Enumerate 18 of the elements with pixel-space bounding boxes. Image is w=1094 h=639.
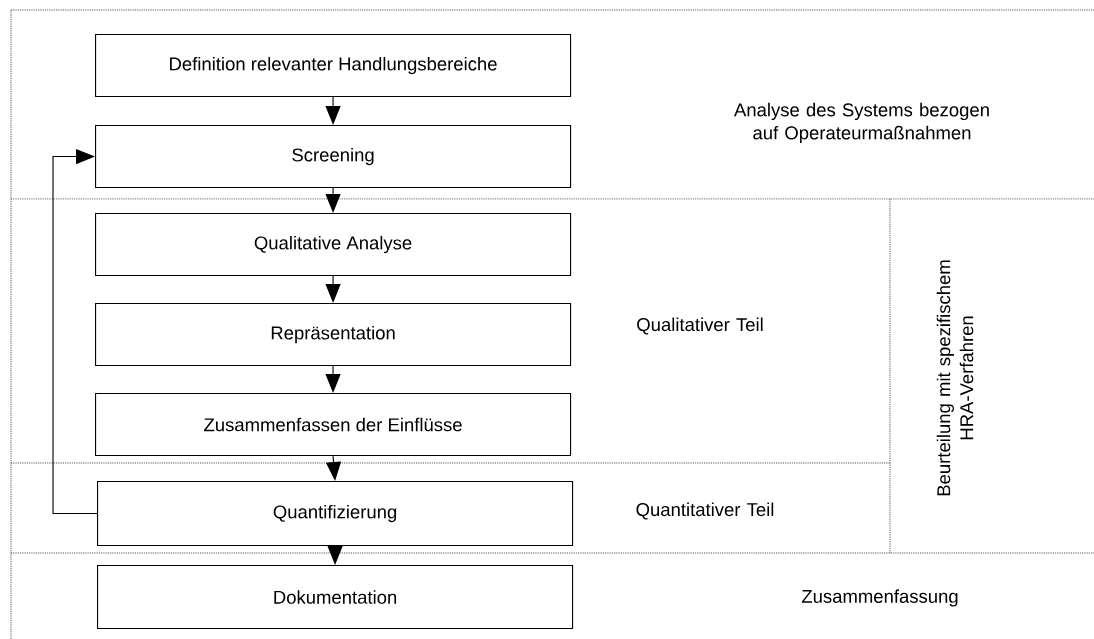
process-box: Zusammenfassen der Einflüsse bbox=[95, 393, 572, 457]
arrow bbox=[325, 275, 341, 303]
process-box: Quantifizierung bbox=[97, 481, 574, 547]
process-box: Dokumentation bbox=[97, 565, 574, 630]
section-label: Zusammenfassung bbox=[801, 589, 958, 607]
section-label: Quantitativer Teil bbox=[636, 502, 774, 520]
process-box: Definition relevanter Handlungsbereiche bbox=[95, 34, 572, 98]
arrow bbox=[325, 96, 341, 125]
process-box: Qualitative Analyse bbox=[95, 213, 572, 277]
arrow bbox=[327, 545, 343, 565]
section-label: Qualitativer Teil bbox=[637, 317, 763, 335]
process-box: Screening bbox=[95, 125, 572, 189]
arrow bbox=[325, 187, 341, 213]
section-label: Beurteilung mit spezifischem HRA-Verfahren bbox=[936, 260, 974, 496]
arrow bbox=[325, 365, 341, 393]
arrow bbox=[52, 148, 98, 515]
section-label: Analyse des Systems bezogen auf Operateurmaßnahmen bbox=[734, 102, 989, 144]
process-box: Repräsentation bbox=[95, 303, 572, 367]
